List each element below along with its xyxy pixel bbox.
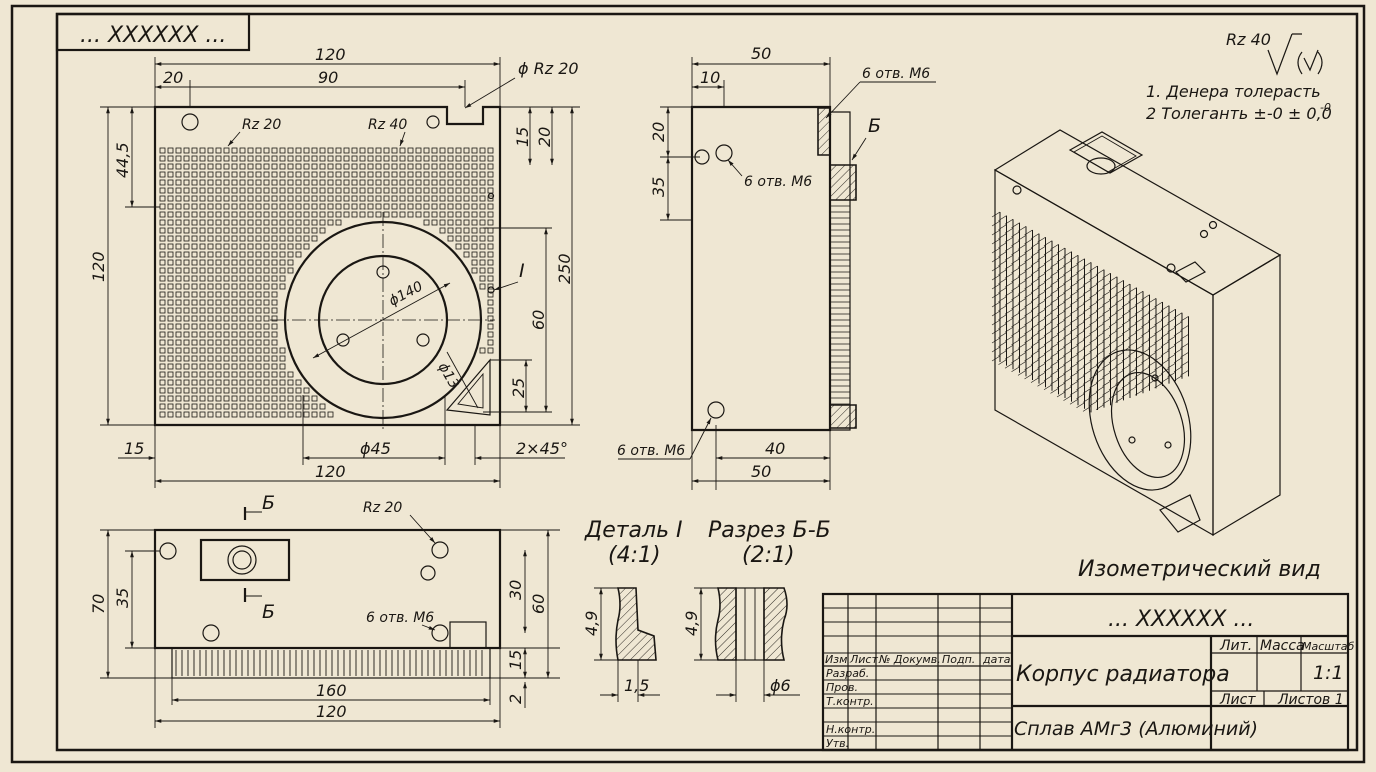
note-side-holes-mid: 6 отв. М6 [744,174,812,190]
dim-top-160: 160 [316,681,347,700]
general-notes: Rz 40 1. Денера толерасть 2 Толеганть ±-… [1146,30,1332,123]
dim-front-chamfer: 2×45° [516,439,568,458]
dim-front-phi13: ϕ13 [435,360,462,391]
title-block-name: Корпус радиатора [1016,662,1230,687]
scale-value: 1:1 [1313,662,1344,684]
top-fins [175,650,483,676]
dim-front-60: 60 [529,310,548,330]
dim-side-20: 20 [649,122,668,142]
col-list: Лист [849,653,878,666]
header-code: ... XXXXXX ... [80,23,226,48]
dim-front-15-bottom: 15 [124,439,144,458]
row-utv: Утв. [826,737,849,750]
isometric-fins [991,211,1189,413]
note-line-2: 2 Толеганть ±-0 ± 0,0 [1146,104,1332,123]
side-view: 50 10 6 отв. М6 Б 20 35 6 отв. М6 6 отв.… [617,44,936,490]
row-nkontr: Н.контр. [826,723,875,736]
dim-front-phi140: ϕ140 [386,278,425,309]
row-razrab: Разраб. [826,667,869,680]
label-lit: Лит. [1219,638,1252,654]
dim-top-30: 30 [506,580,525,600]
dim-hole-rz: ϕ Rz 20 [518,59,579,78]
dim-front-90: 90 [318,68,338,87]
side-fins [830,199,850,405]
dim-front-20: 20 [163,68,183,87]
dim-side-40: 40 [765,439,785,458]
detail-I: Деталь I (4:1) 4,9 1,5 [582,518,683,702]
roughness-check-icon [1267,33,1302,76]
col-sign: Подп. [942,653,975,666]
detail-dim-15: 1,5 [624,676,649,695]
dim-front-15: 15 [513,127,532,147]
note-top-holes: 6 отв. М6 [366,610,434,626]
dim-top-15: 15 [506,650,525,670]
label-sheets: Листов 1 [1277,692,1344,708]
inner-frame [55,12,1359,752]
note-side-holes-bottom: 6 отв. М6 [617,443,685,459]
detail-title: Деталь I [584,518,683,543]
title-block-material: Сплав АМг3 (Алюминий) [1014,718,1258,740]
mark-section-b: Б [868,115,881,137]
row-tkontr: Т.контр. [826,695,874,708]
header-code-box: ... XXXXXX ... [55,12,251,52]
roughness-bracket-icon [1297,49,1323,75]
dim-front-phi45: ϕ45 [360,439,391,458]
detail-scale: (4:1) [608,543,661,568]
dim-top-2: 2 [506,694,525,704]
mark-I: I [519,260,525,282]
dim-rz20: Rz 20 [242,117,281,133]
dim-side-50-bottom: 50 [751,462,771,481]
section-title: Разрез Б-Б [708,518,831,543]
note-side-holes-top: 6 отв. М6 [862,66,930,82]
title-block-code: ... XXXXXX ... [1108,607,1254,632]
dim-front-width-top: 120 [315,45,346,64]
dim-front-120-left: 120 [89,251,108,282]
col-date: дата [982,653,1011,666]
dim-front-25: 25 [509,378,528,398]
dim-rz40: Rz 40 [368,117,407,133]
dim-front-44-5: 44,5 [113,142,132,178]
iso-caption: Изометрический вид [1078,557,1321,582]
dim-top-rz20: Rz 20 [363,500,402,516]
mark-b-top: Б [262,492,275,514]
col-izm: Изм [825,653,847,666]
note-line-1: 1. Денера толерасть [1146,82,1321,101]
col-doc: № Докумв. [878,653,941,666]
label-masshtab: Масштаб [1302,640,1354,653]
note-line-2-sup: -0 [1320,101,1331,114]
section-dim-49: 4,9 [682,611,701,636]
front-view: 120 90 20 ϕ Rz 20 Rz 20 Rz 40 250 15 20 … [89,45,580,488]
dim-top-60: 60 [529,594,548,614]
section-b-b: Разрез Б-Б (2:1) 4,9 ϕ6 [682,518,831,702]
label-sheet: Лист [1219,692,1256,708]
dim-top-70: 70 [89,594,108,614]
dim-side-35: 35 [649,177,668,197]
dim-side-50-top: 50 [751,44,771,63]
fin-grid [159,147,494,418]
label-massa: Масса [1260,638,1305,654]
isometric-view: Изометрический вид [991,129,1321,582]
dim-side-10: 10 [700,68,720,87]
dim-top-35: 35 [113,588,132,608]
title-block: ... XXXXXX ... Корпус радиатора Сплав АМ… [821,592,1354,752]
top-view: Б Б Rz 20 6 отв. М6 70 35 60 30 15 2 160… [89,492,560,728]
dim-front-120-bottom: 120 [315,462,346,481]
mark-b-bottom: Б [262,601,275,623]
dim-front-250: 250 [555,253,574,284]
row-prov: Пров. [826,681,858,694]
dim-top-120: 120 [316,702,347,721]
section-scale: (2:1) [742,543,795,568]
dim-front-20-right: 20 [535,127,554,147]
roughness-symbol-text: Rz 40 [1226,30,1271,49]
section-dim-phi6: ϕ6 [770,676,791,695]
detail-dim-49: 4,9 [582,611,601,636]
outer-frame [10,4,1366,764]
